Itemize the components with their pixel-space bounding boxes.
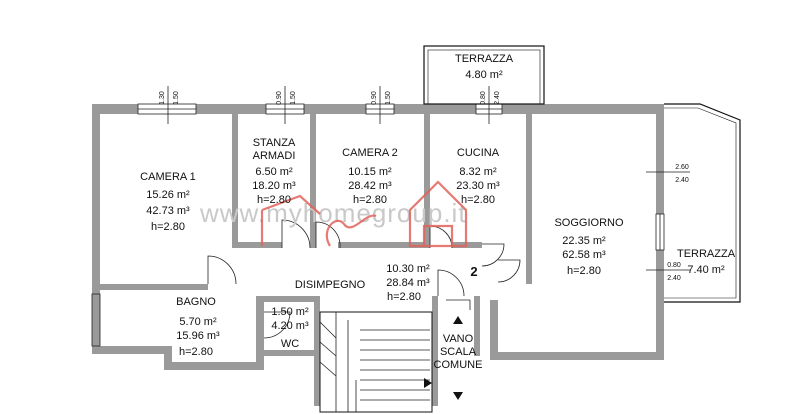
room-bagno: BAGNO 5.70 m² 15.96 m³ h=2.80 [176,296,220,358]
room-vano-scala: VANO SCALA COMUNE [434,333,483,371]
unit-number: 2 [470,264,477,279]
stanza-area: 6.50 m² [255,166,293,178]
w3-bottom-dim: 1.50 [385,91,392,105]
vano-line-2: SCALA [440,346,477,358]
window-dimension-markers [167,86,690,271]
room-camera-1: CAMERA 1 15.26 m² 42.73 m³ h=2.80 [140,171,196,233]
stairwell [319,299,471,413]
interior-walls [100,114,532,406]
w4-bottom-dim: 2.40 [494,91,501,105]
camera-1-volume: 42.73 m³ [146,205,190,217]
camera-1-name: CAMERA 1 [140,171,196,183]
camera-2-name: CAMERA 2 [342,147,398,159]
soggiorno-height: h=2.80 [567,265,601,277]
vano-line-1: VANO [443,333,474,345]
stanza-height: h=2.80 [257,194,291,206]
w5-bottom-dim: 2.40 [675,177,689,184]
soggiorno-volume: 62.58 m³ [562,249,606,261]
disimpegno-height: h=2.80 [387,291,421,303]
arrow-down-icon [453,392,463,400]
door-swings [207,219,521,339]
terrace-top [423,45,545,105]
camera-2-volume: 28.42 m³ [348,180,392,192]
terrazza-right-area: 7.40 m² [687,264,725,276]
stair-arrow-icon [424,378,432,388]
cucina-height: h=2.80 [461,194,495,206]
disimpegno-name: DISIMPEGNO [295,279,366,291]
room-camera-2: CAMERA 2 10.15 m² 28.42 m³ h=2.80 [342,147,398,206]
wc-area: 1.50 m² [271,306,309,318]
terrazza-top-name: TERRAZZA [455,53,514,65]
bagno-volume: 15.96 m³ [176,330,220,342]
wc-name: WC [281,338,299,350]
terrazza-right-name: TERRAZZA [677,248,736,260]
arrow-up-icon [453,316,463,324]
room-wc: 1.50 m² 4.20 m³ WC [271,306,309,350]
w3-top-dim: 0.90 [371,91,378,105]
stanza-name-2: ARMADI [253,150,296,162]
w1-bottom-dim: 1.50 [173,91,180,105]
room-cucina: CUCINA 8.32 m² 23.30 m³ h=2.80 [456,147,500,206]
terrace-top-labels: TERRAZZA 4.80 m² [455,53,514,81]
soggiorno-area: 22.35 m² [562,235,606,247]
w5-top-dim: 2.60 [675,164,689,171]
cucina-volume: 23.30 m³ [456,180,500,192]
room-soggiorno: SOGGIORNO 22.35 m² 62.58 m³ h=2.80 [554,217,624,277]
w1-top-dim: 1.30 [159,91,166,105]
disimpegno-area: 10.30 m² [386,263,430,275]
watermark: www.myhomegroup.it [199,180,468,248]
stanza-volume: 18.20 m³ [252,180,296,192]
camera-1-height: h=2.80 [151,221,185,233]
cucina-area: 8.32 m² [459,166,497,178]
bagno-area: 5.70 m² [179,316,217,328]
terrazza-top-area: 4.80 m² [465,69,503,81]
bagno-name: BAGNO [176,296,216,308]
w2-top-dim: 0.90 [276,91,283,105]
stanza-name-1: STANZA [253,137,296,149]
bagno-height: h=2.80 [179,346,213,358]
camera-1-area: 15.26 m² [146,189,190,201]
room-disimpegno: DISIMPEGNO 10.30 m² 28.84 m³ h=2.80 [295,263,430,303]
camera-2-height: h=2.80 [353,194,387,206]
disimpegno-volume: 28.84 m³ [386,277,430,289]
terrace-right-labels: TERRAZZA 7.40 m² [677,248,736,276]
w6-top-dim: 0.80 [667,262,681,269]
w2-bottom-dim: 1.50 [290,91,297,105]
w6-bottom-dim: 2.40 [667,275,681,282]
vano-line-3: COMUNE [434,359,483,371]
room-stanza-armadi: STANZA ARMADI 6.50 m² 18.20 m³ h=2.80 [252,137,296,206]
cucina-name: CUCINA [457,147,500,159]
soggiorno-name: SOGGIORNO [554,217,624,229]
camera-2-area: 10.15 m² [348,166,392,178]
wc-volume: 4.20 m³ [271,320,309,332]
w4-top-dim: 0.80 [480,91,487,105]
outer-walls [92,104,664,370]
watermark-house-icon [260,180,468,248]
terrace-right [664,103,741,303]
